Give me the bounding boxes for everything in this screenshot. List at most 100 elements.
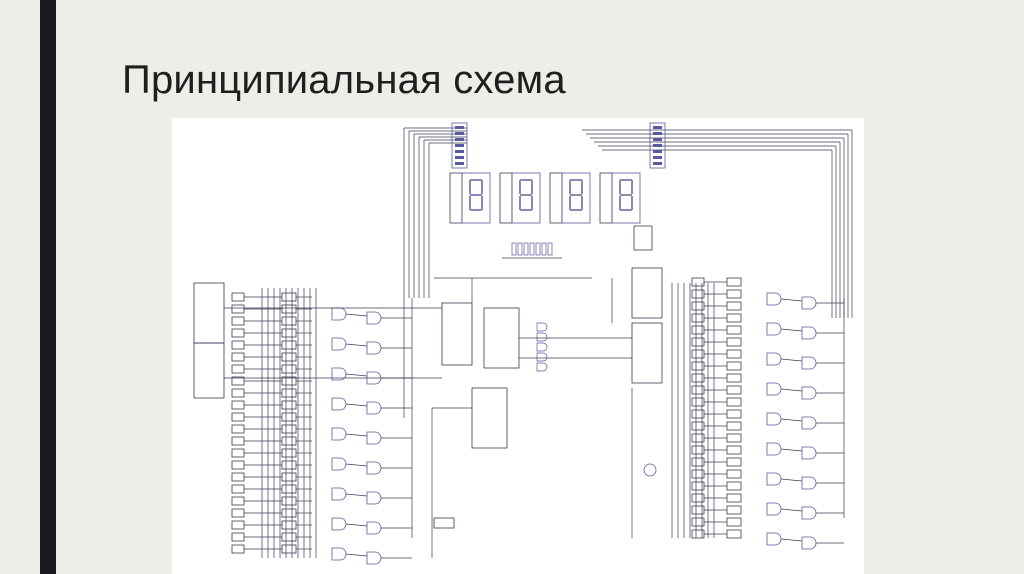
and-gate-right [801, 416, 817, 430]
logic-gate [281, 436, 297, 446]
and-gate [366, 311, 382, 325]
and-gate [331, 307, 347, 321]
accent-bar [40, 0, 56, 574]
switch-lever [653, 126, 662, 129]
and-gate [331, 517, 347, 531]
slide-title: Принципиальная схема [122, 58, 566, 102]
buffer-gate [231, 304, 245, 314]
logic-gate-right [726, 301, 742, 311]
logic-gate [281, 340, 297, 350]
circuit-schematic [193, 122, 853, 565]
and-gate [331, 487, 347, 501]
logic-gate [281, 532, 297, 542]
buffer-gate [231, 436, 245, 446]
gate-bottom [433, 517, 455, 529]
schematic-image [172, 118, 864, 574]
buffer-gate [231, 316, 245, 326]
and-gate-right [801, 296, 817, 310]
buffer-gate [231, 364, 245, 374]
logic-gate-right [726, 445, 742, 455]
gate [536, 322, 548, 332]
logic-gate-right [726, 457, 742, 467]
buffer-gate [231, 412, 245, 422]
and-gate-right [801, 446, 817, 460]
gate [536, 332, 548, 342]
ic-chip-right-1 [631, 267, 663, 319]
resistor [541, 242, 547, 256]
buffer-gate [231, 472, 245, 482]
and-gate-right [801, 326, 817, 340]
logic-gate-right [726, 349, 742, 359]
logic-gate-right [726, 361, 742, 371]
and-gate [366, 401, 382, 415]
and-gate-right [801, 386, 817, 400]
logic-gate [281, 352, 297, 362]
switch-lever [653, 132, 662, 135]
buffer-gate [231, 292, 245, 302]
buffer-gate [231, 340, 245, 350]
buffer-gate [231, 352, 245, 362]
connector [633, 225, 653, 251]
resistor [547, 242, 553, 256]
buffer-gate [231, 532, 245, 542]
and-gate-right [766, 382, 782, 396]
seven-segment-display [461, 172, 491, 224]
and-gate [366, 521, 382, 535]
and-gate [366, 491, 382, 505]
switch-lever [455, 156, 464, 159]
and-gate-right [766, 472, 782, 486]
ic-chip-center-2 [483, 307, 520, 369]
buffer-gate [231, 328, 245, 338]
ic-chip-left-1 [193, 282, 225, 344]
buffer-gate [231, 460, 245, 470]
logic-gate-right [726, 517, 742, 527]
logic-gate [281, 364, 297, 374]
buffer-gate [231, 484, 245, 494]
resistor [535, 242, 541, 256]
logic-gate-right [726, 313, 742, 323]
logic-gate-right [726, 481, 742, 491]
resistor [511, 242, 517, 256]
logic-gate-right [726, 289, 742, 299]
logic-gate-right [726, 529, 742, 539]
switch-lever [653, 150, 662, 153]
and-gate-right [801, 536, 817, 550]
buffer-gate [231, 544, 245, 554]
logic-gate [281, 388, 297, 398]
switch-lever [653, 156, 662, 159]
logic-gate-right [726, 277, 742, 287]
logic-gate [281, 520, 297, 530]
and-gate-right [766, 352, 782, 366]
and-gate [366, 431, 382, 445]
buffer-gate [231, 448, 245, 458]
buffer-gate [231, 520, 245, 530]
switch-lever [653, 138, 662, 141]
logic-gate [281, 472, 297, 482]
display-driver [499, 172, 513, 224]
dip-switch-pack [451, 122, 468, 169]
logic-gate [281, 544, 297, 554]
segment-digit [619, 179, 633, 211]
switch-lever [653, 144, 662, 147]
logic-gate-right [726, 337, 742, 347]
resistor [523, 242, 529, 256]
and-gate [366, 341, 382, 355]
buffer-gate [231, 388, 245, 398]
and-gate [331, 367, 347, 381]
ic-chip-center [441, 302, 473, 366]
logic-gate [281, 400, 297, 410]
buffer-gate [231, 496, 245, 506]
and-gate [331, 427, 347, 441]
buffer-gate [231, 400, 245, 410]
seven-segment-display [561, 172, 591, 224]
logic-gate [281, 460, 297, 470]
logic-gate [281, 292, 297, 302]
segment-digit [519, 179, 533, 211]
and-gate-right [766, 502, 782, 516]
and-gate-right [766, 322, 782, 336]
and-gate [331, 397, 347, 411]
logic-gate [281, 448, 297, 458]
and-gate [366, 461, 382, 475]
and-gate-right [801, 356, 817, 370]
clock-source [643, 463, 657, 477]
